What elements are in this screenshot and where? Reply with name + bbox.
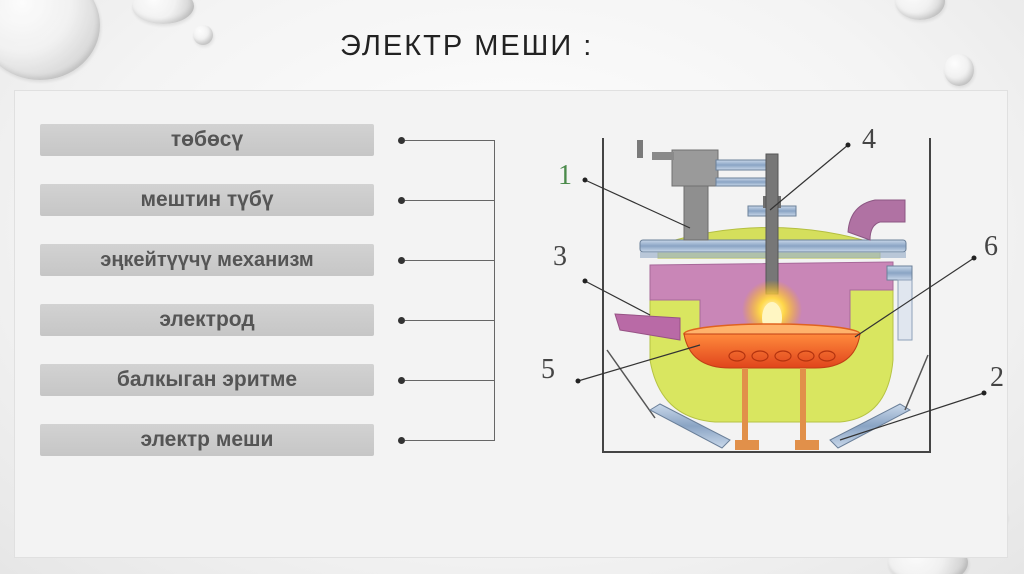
callout-number-5: 5 — [541, 354, 555, 385]
water-drop — [944, 54, 974, 86]
connector-dot — [398, 137, 405, 144]
furnace-frame — [602, 138, 931, 453]
pour-spout — [614, 313, 681, 341]
connector-dot — [398, 197, 405, 204]
bracket-line — [405, 440, 495, 441]
label-tilt-mechanism: эңкейтүүчү механизм — [40, 244, 374, 276]
bracket-line — [405, 260, 495, 261]
connector-dot — [398, 437, 405, 444]
callout-number-1: 1 — [558, 160, 572, 191]
connector-dot — [398, 317, 405, 324]
connector-dot — [398, 257, 405, 264]
callout-number-2: 2 — [990, 362, 1004, 393]
water-drop — [895, 0, 945, 20]
exhaust-pipe — [847, 199, 906, 241]
melt-bath — [683, 333, 861, 369]
electrode-rod — [765, 153, 779, 295]
furnace-leg — [800, 368, 806, 440]
bracket-line — [405, 380, 495, 381]
label-electrode: электрод — [40, 304, 374, 336]
bracket-vertical — [494, 140, 495, 441]
holder-column — [683, 179, 709, 241]
furnace-leg — [742, 368, 748, 440]
bracket-line — [405, 140, 495, 141]
label-molten-melt: балкыган эритме — [40, 364, 374, 396]
support-strut-left — [648, 403, 731, 449]
callout-number-6: 6 — [984, 231, 998, 262]
callout-number-4: 4 — [862, 124, 876, 155]
bracket-line — [405, 320, 495, 321]
water-drop — [193, 25, 213, 45]
bracket-line — [405, 200, 495, 201]
label-electric-furnace: электр меши — [40, 424, 374, 456]
slide-title: ЭЛЕКТР МЕШИ : — [340, 30, 594, 62]
connector-dot — [398, 377, 405, 384]
label-roof: төбөсү — [40, 124, 374, 156]
label-furnace-bottom: мештин түбү — [40, 184, 374, 216]
callout-number-3: 3 — [553, 241, 567, 272]
holder-head — [671, 149, 719, 187]
